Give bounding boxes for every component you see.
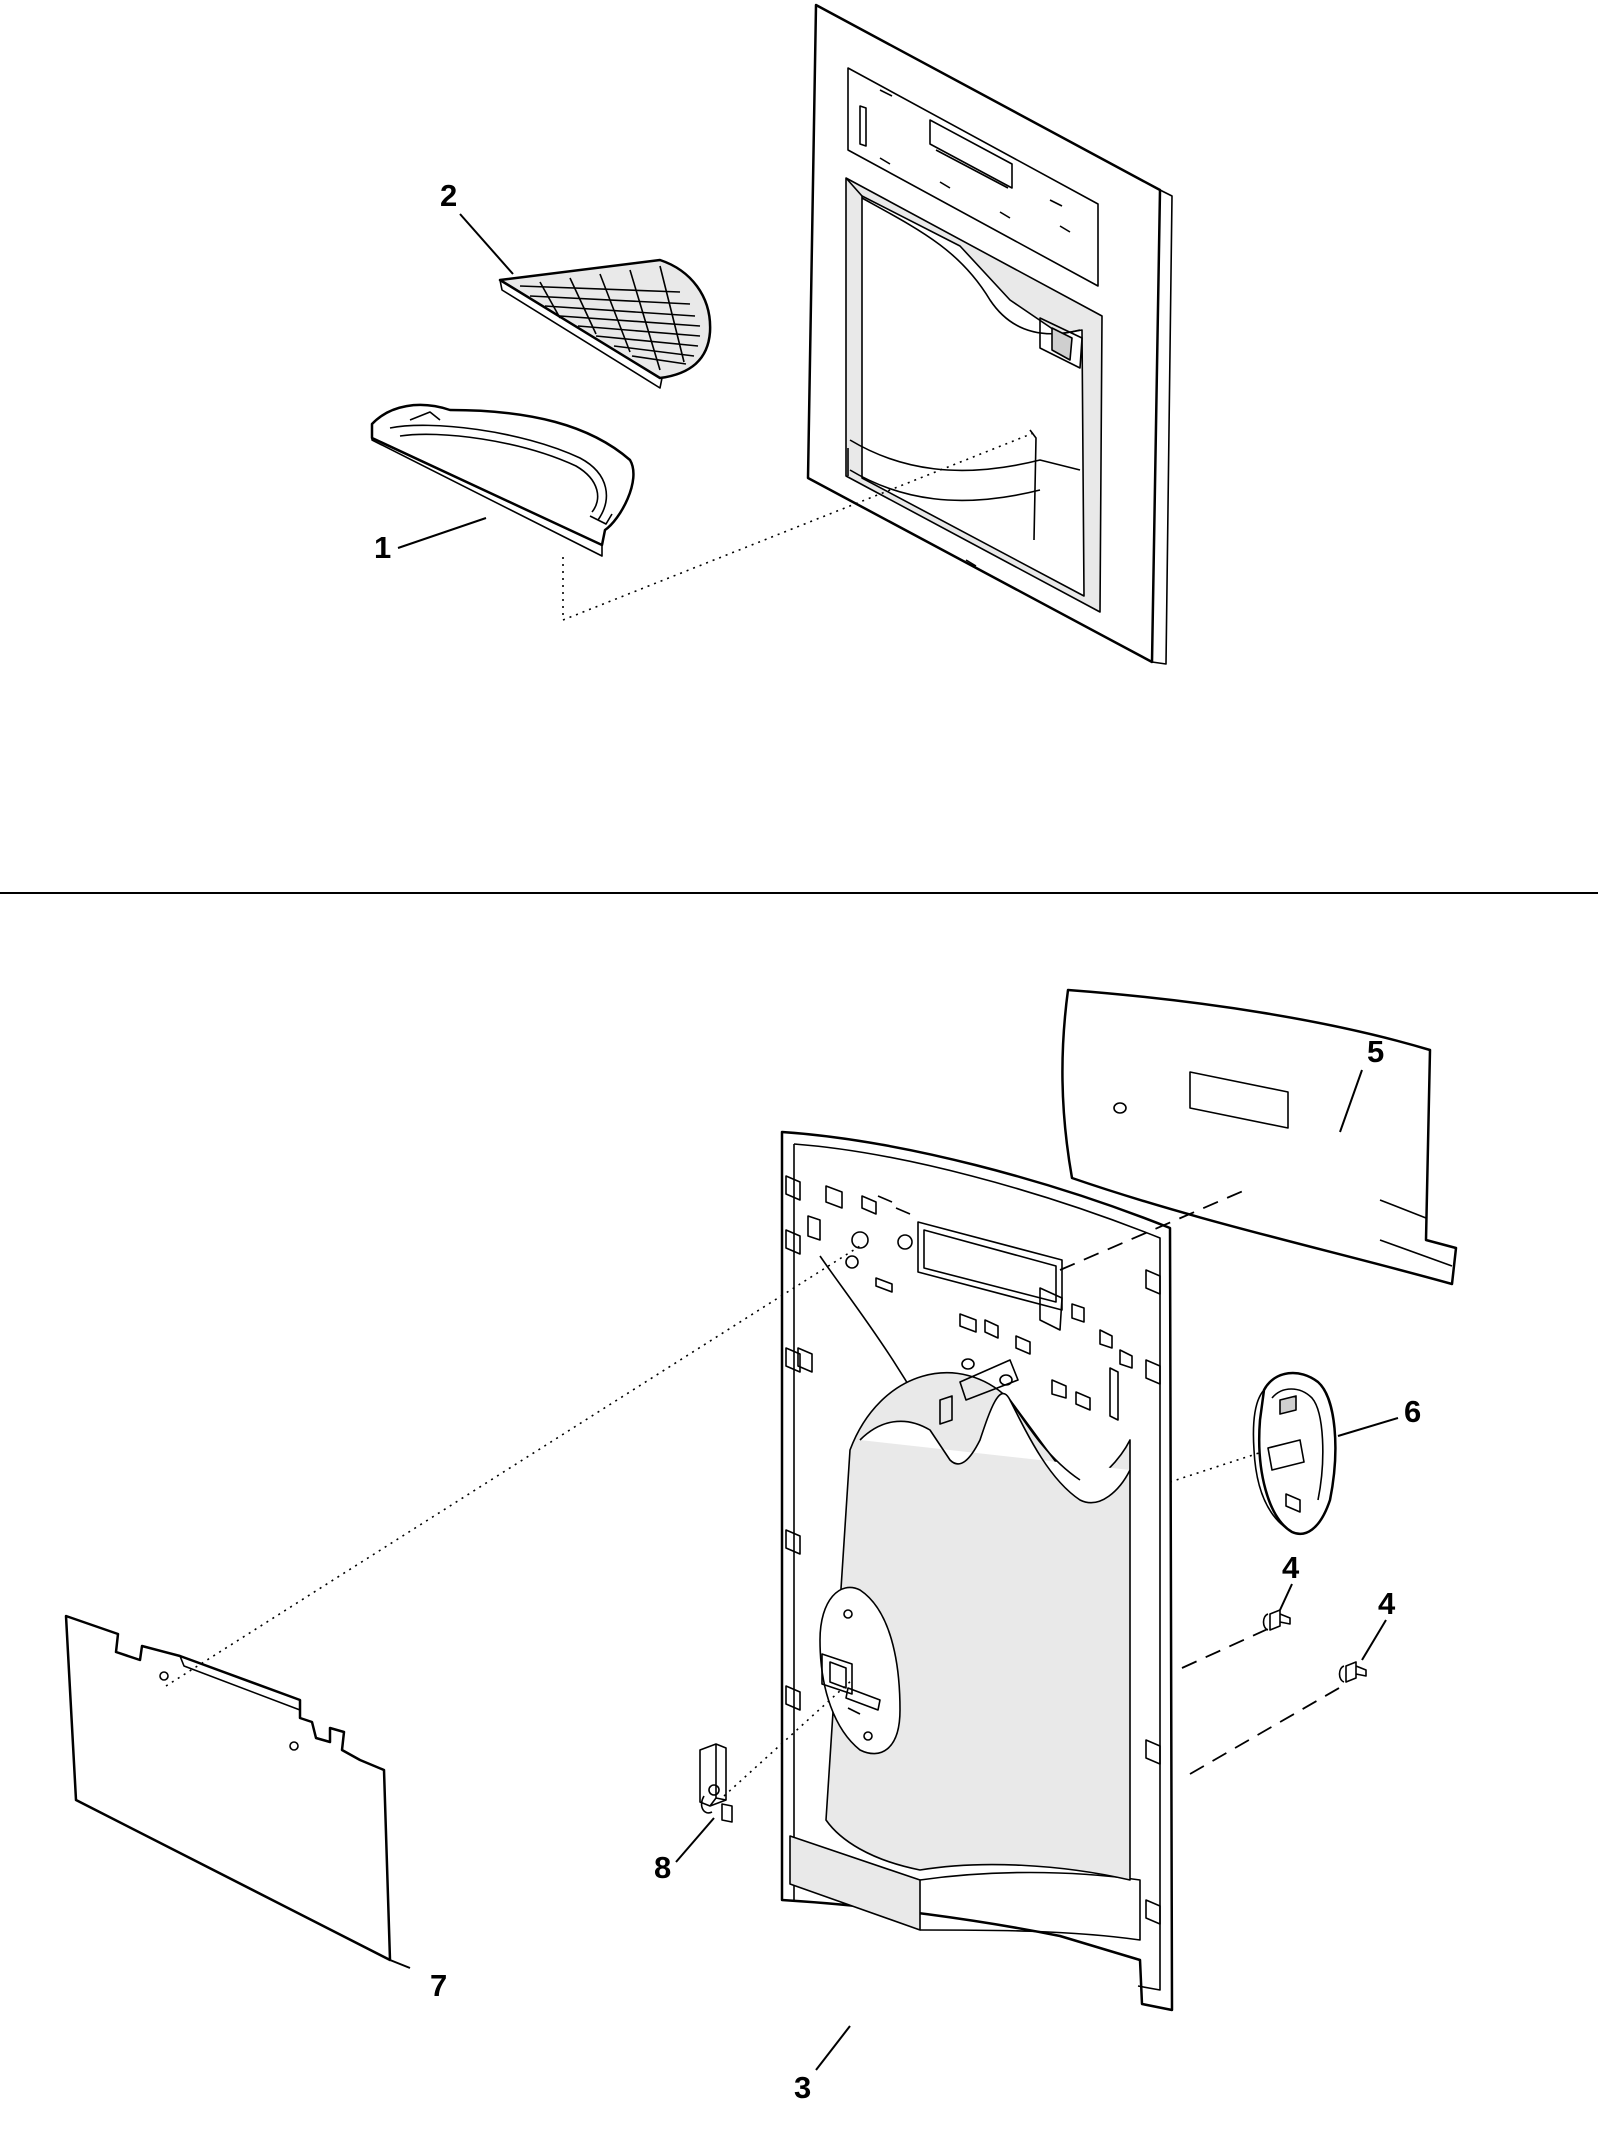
leader-line-8 [675, 1817, 715, 1863]
leader-line-3 [815, 2025, 851, 2071]
alignment-line-screw-b [1189, 1683, 1347, 1775]
callout-label-3: 3 [794, 2070, 811, 2105]
part-6-actuator-paddle [1252, 1371, 1337, 1535]
callout-group-bottom: 5 6 4 4 8 7 3 [389, 1034, 1421, 2105]
leader-line-6 [1337, 1417, 1399, 1437]
part-8-micro-switch [699, 1743, 733, 1823]
part-4-screw-a [1262, 1609, 1291, 1631]
part-1-drip-tray [370, 403, 635, 557]
part-2-drip-grille [498, 258, 712, 389]
callout-label-4b: 4 [1378, 1586, 1396, 1621]
leader-line-4a [1279, 1583, 1293, 1611]
callout-label-6: 6 [1404, 1394, 1421, 1429]
leader-line-5 [1339, 1069, 1363, 1133]
leader-line-4b [1361, 1619, 1387, 1661]
leader-line-2 [459, 213, 514, 275]
alignment-line-paddle-to-housing [1169, 1451, 1263, 1483]
callout-label-8: 8 [654, 1850, 671, 1885]
alignment-line-trim-to-housing [165, 1245, 861, 1687]
callout-group-top: 2 1 [374, 178, 514, 565]
part-4-screw-b [1338, 1661, 1367, 1683]
alignment-line-screw-a [1181, 1627, 1271, 1669]
alignment-line-overlay-to-housing [1059, 1187, 1251, 1271]
part-5-control-overlay [1061, 988, 1458, 1286]
alignment-line-switch-to-housing [723, 1679, 853, 1797]
callout-label-7: 7 [430, 1968, 447, 2003]
callout-label-4a: 4 [1282, 1550, 1300, 1585]
callout-label-1: 1 [374, 530, 391, 565]
dispenser-front-panel [806, 3, 1173, 665]
leader-line-1 [397, 517, 487, 549]
alignment-lines-bottom [165, 1187, 1347, 1797]
part-7-trim-panel [64, 1614, 392, 1962]
callout-label-2: 2 [440, 178, 457, 213]
callout-label-5: 5 [1367, 1034, 1384, 1069]
part-3-dispenser-housing [780, 1130, 1174, 2012]
alignment-line-tray-to-panel [562, 431, 1037, 622]
leader-line-7 [389, 1959, 411, 1969]
